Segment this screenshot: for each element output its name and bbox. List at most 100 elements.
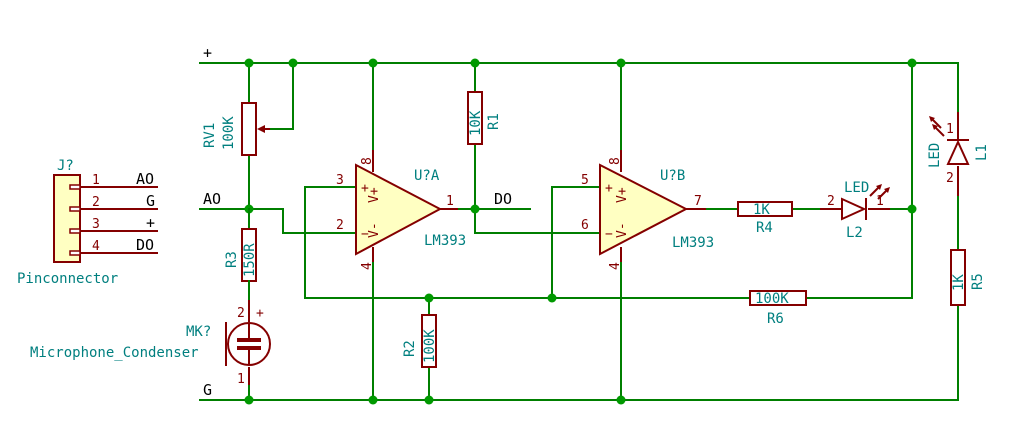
ua-plus-sign: +	[361, 181, 369, 196]
junction-dot	[244, 395, 254, 405]
net-label-plus: +	[203, 44, 212, 62]
resistor-r6[interactable]: 100K R6	[749, 290, 807, 327]
ua-pin-num: 4	[360, 262, 375, 270]
r5-value: 1K	[951, 274, 967, 291]
l2-ref: L2	[846, 225, 863, 241]
l2-light-arrow	[884, 187, 890, 193]
led-l1[interactable]: 1 2 LED L1	[927, 112, 990, 196]
junction-dot	[616, 58, 626, 68]
junction-dot	[907, 204, 917, 214]
r3-value: 150R	[242, 243, 258, 277]
junction-dot	[288, 58, 298, 68]
ua-pin-num: 1	[446, 194, 454, 209]
comparator-ua[interactable]: + − V+ V- 3 2 1 8 4 U?A LM393	[336, 150, 466, 270]
r6-body	[749, 290, 807, 306]
mic-pin-num: 2	[237, 306, 245, 321]
connector-pin-slot	[69, 228, 81, 234]
ua-pin-num: 2	[336, 218, 344, 233]
connector-ref: J?	[57, 158, 74, 174]
ub-minus-sign: −	[605, 227, 613, 242]
r4-value: 1K	[753, 202, 770, 218]
connector-pin-slot	[69, 250, 81, 256]
ua-vplus: V+	[367, 187, 382, 203]
connector-pin-label: AO	[136, 170, 154, 188]
junction-dot	[368, 58, 378, 68]
r1-ref: R1	[486, 113, 502, 130]
r2-ref: R2	[402, 340, 418, 357]
mic-plus-sign: +	[256, 306, 264, 321]
ua-value: LM393	[424, 233, 466, 249]
ub-vminus: V-	[615, 222, 630, 238]
l1-light-arrow	[929, 116, 935, 122]
l2-value: LED	[844, 180, 869, 196]
r5-body	[950, 249, 966, 306]
potentiometer-rv1[interactable]: RV1 100K	[202, 102, 270, 156]
junction-dot	[470, 58, 480, 68]
wires	[199, 62, 959, 401]
connector-pin-label: DO	[136, 236, 154, 254]
resistor-r2[interactable]: R2 100K	[402, 314, 438, 368]
ua-minus-sign: −	[361, 227, 369, 242]
ua-pin-num: 3	[336, 173, 344, 188]
mic-value: Microphone_Condenser	[30, 345, 199, 361]
ub-pin-num: 7	[694, 194, 702, 209]
resistor-r4[interactable]: 1K R4	[737, 201, 793, 236]
ua-pin-num: 8	[360, 157, 375, 165]
junction-dot	[547, 293, 557, 303]
junction-dot	[907, 58, 917, 68]
l2-pin-num: 2	[827, 194, 835, 209]
r6-ref: R6	[767, 311, 784, 327]
l2-triangle	[841, 197, 867, 221]
l1-light-arrow	[932, 124, 938, 130]
resistor-r3[interactable]: R3 150R	[224, 208, 258, 301]
connector-pin-slot	[69, 206, 81, 212]
l1-pin-num: 2	[946, 171, 954, 186]
junction-dot	[616, 395, 626, 405]
r4-ref: R4	[756, 220, 773, 236]
r4-body	[737, 201, 793, 217]
junction-dot	[470, 204, 480, 214]
connector-value: Pinconnector	[17, 271, 118, 287]
rv1-value: 100K	[221, 116, 237, 150]
ub-pin-num: 5	[581, 173, 589, 188]
connector-pin-num: 1	[92, 173, 100, 188]
microphone-mk[interactable]: 2 + 1 MK? Microphone_Condenser	[30, 300, 271, 387]
r1-value: 10K	[468, 110, 484, 136]
connector-pin-label: +	[146, 214, 155, 232]
mic-pin-num: 1	[237, 372, 245, 387]
r1-body	[467, 91, 483, 145]
junction-dot	[368, 395, 378, 405]
net-label-ao: AO	[203, 190, 221, 208]
ub-plus-sign: +	[605, 181, 613, 196]
ub-value: LM393	[672, 235, 714, 251]
junction-dot	[424, 395, 434, 405]
r3-ref: R3	[224, 251, 240, 268]
comparator-ub[interactable]: + − V+ V- 5 6 7 8 4 U?B LM393	[581, 150, 714, 270]
ua-ref: U?A	[414, 168, 440, 184]
connector-pin-num: 3	[92, 217, 100, 232]
rv1-ref: RV1	[202, 123, 218, 148]
l1-pin-num: 1	[946, 122, 954, 137]
connector-pin-label: G	[146, 192, 155, 210]
connector-pin-num: 4	[92, 239, 100, 254]
r5-ref: R5	[970, 273, 986, 290]
ub-body	[599, 163, 689, 256]
l2-pin-num: 1	[876, 194, 884, 209]
rv1-wiper-arrow	[257, 125, 265, 133]
ub-pin-num: 4	[608, 262, 623, 270]
resistor-r5[interactable]: 1K R5	[950, 249, 986, 306]
connector-pin-num: 2	[92, 195, 100, 210]
junction-dot	[424, 293, 434, 303]
l2-light-arrow	[876, 184, 882, 190]
l1-triangle	[946, 139, 970, 165]
l1-value: LED	[927, 143, 943, 168]
net-label-g: G	[203, 381, 212, 399]
resistor-r1[interactable]: 10K R1	[467, 91, 502, 145]
led-l2[interactable]: 2 1 LED L2	[820, 180, 890, 241]
junctions	[244, 58, 917, 405]
connector-j[interactable]: J? 1 2 3 4 AO G + DO Pinconnector	[17, 158, 158, 287]
ub-pin-num: 6	[581, 218, 589, 233]
r2-value: 100K	[422, 329, 438, 363]
connector-pin-slot	[69, 184, 81, 190]
